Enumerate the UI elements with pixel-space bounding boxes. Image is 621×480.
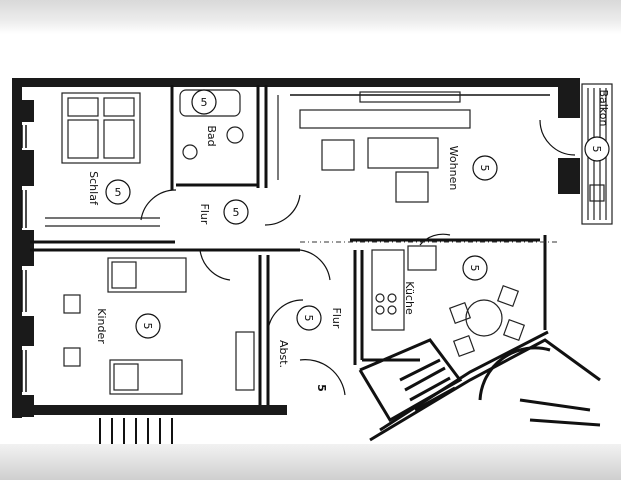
stair-treads-bottom [99, 418, 173, 444]
bottom-blur-band [0, 444, 621, 480]
marker-kinder: 5 [141, 323, 154, 330]
outer-walls [12, 78, 580, 418]
room-label-kinder: Kinder [95, 308, 108, 344]
marker-flur-mid: 5 [302, 315, 315, 322]
room-label-abst: Abst. [277, 340, 290, 368]
door-swings [140, 119, 576, 396]
windows [21, 94, 550, 392]
room-label-kueche: Küche [403, 281, 416, 315]
marker-bad: 5 [201, 96, 208, 109]
marker-schlaf: 5 [115, 186, 122, 199]
top-blur-band [0, 0, 621, 34]
interior-walls [30, 85, 547, 405]
stairwell [358, 330, 601, 442]
marker-kueche: 5 [468, 265, 481, 272]
marker-stair: 5 [315, 384, 328, 392]
marker-flur-top: 5 [233, 206, 240, 219]
room-markers [105, 89, 610, 339]
room-label-schlaf: Schlaf [87, 171, 100, 206]
room-label-balkon: Balkon [597, 89, 610, 126]
room-label-flur-top: Flur [198, 204, 211, 225]
room-label-bad: Bad [205, 125, 218, 146]
room-label-wohnen: Wohnen [447, 146, 460, 191]
room-label-flur-mid: Flur [330, 308, 343, 329]
marker-balkon: 5 [590, 146, 603, 153]
marker-wohnen: 5 [478, 165, 491, 172]
